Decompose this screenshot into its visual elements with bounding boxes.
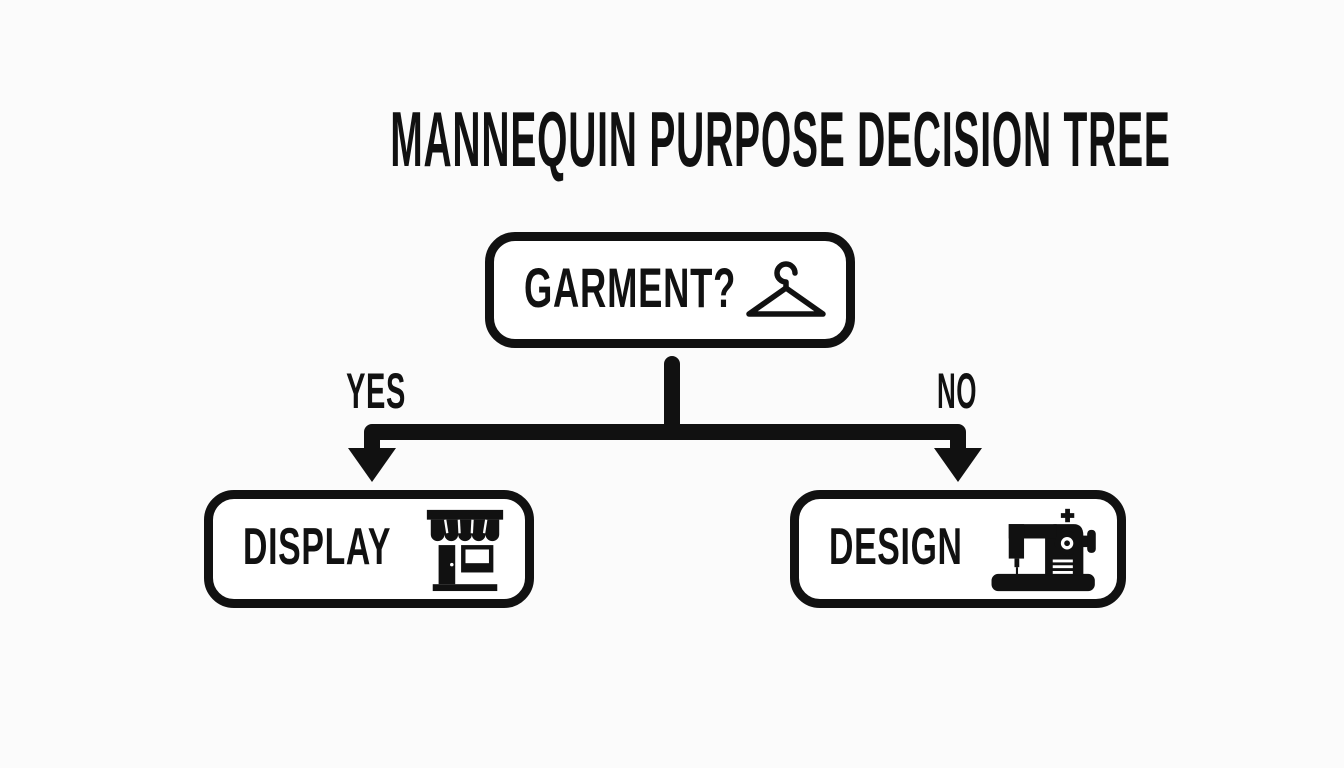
node-design: DESIGN [790, 490, 1126, 608]
arrow-down-no-icon [934, 448, 982, 482]
node-design-label: DESIGN [829, 517, 963, 576]
edge-stem [664, 356, 680, 438]
page-title: MANNEQUIN PURPOSE DECISION TREE [0, 94, 1344, 185]
node-display: DISPLAY [204, 490, 534, 608]
storefront-icon [426, 509, 504, 592]
node-garment-label: GARMENT? [524, 255, 737, 319]
edge-branch-bar [364, 424, 966, 450]
node-garment: GARMENT? [485, 232, 855, 348]
arrow-down-yes-icon [348, 448, 396, 482]
hanger-icon [746, 261, 826, 317]
branch-label-no: NO [936, 363, 978, 419]
node-display-label: DISPLAY [243, 517, 392, 576]
branch-label-yes: YES [346, 363, 406, 419]
sewing-machine-icon [991, 508, 1096, 592]
page-title-text: MANNEQUIN PURPOSE DECISION TREE [390, 95, 1171, 183]
